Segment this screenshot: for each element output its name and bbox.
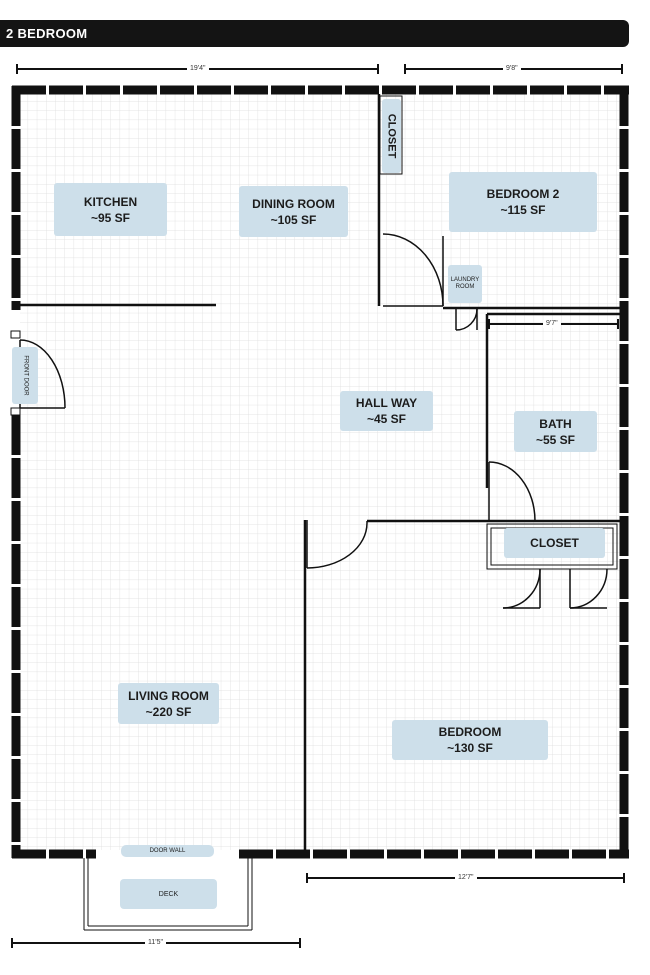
room-area: ~95 SF bbox=[90, 210, 131, 225]
closet-label-bath: CLOSET bbox=[504, 528, 605, 558]
room-name: DINING ROOM bbox=[252, 196, 335, 211]
room-label-hallway: HALL WAY ~45 SF bbox=[340, 391, 433, 431]
room-name: BEDROOM bbox=[438, 725, 502, 739]
exterior-walls bbox=[11, 85, 629, 859]
room-label-living-room: LIVING ROOM ~220 SF bbox=[118, 683, 219, 724]
deck-outline bbox=[83, 858, 253, 931]
dimension-bottom-right: 12'7" bbox=[455, 874, 477, 882]
front-door-label: FRONT DOOR bbox=[12, 347, 38, 404]
room-label-bedroom-2: BEDROOM 2 ~115 SF bbox=[449, 172, 597, 232]
closet-label-vertical: CLOSET bbox=[382, 99, 401, 173]
dimension-bath-width: 9'7" bbox=[543, 320, 561, 328]
room-area: ~115 SF bbox=[500, 203, 546, 217]
room-label-bedroom: BEDROOM ~130 SF bbox=[392, 720, 548, 760]
room-name: HALL WAY bbox=[355, 396, 418, 410]
dimension-top-left: 19'4" bbox=[187, 65, 209, 73]
room-area: ~45 SF bbox=[366, 412, 407, 426]
dimension-deck-width: 11'5" bbox=[145, 939, 166, 947]
room-label-kitchen: KITCHEN ~95 SF bbox=[54, 183, 167, 236]
dimension-top-right: 9'8" bbox=[503, 65, 521, 73]
room-area: ~130 SF bbox=[447, 741, 493, 755]
title-bar: 2 BEDROOM bbox=[0, 20, 629, 47]
room-name: LIVING ROOM bbox=[128, 688, 209, 703]
laundry-room-label: LAUNDRY ROOM bbox=[448, 265, 482, 303]
door-wall-label: DOOR WALL bbox=[121, 845, 214, 857]
room-area: ~55 SF bbox=[535, 432, 576, 447]
deck-label: DECK bbox=[120, 879, 217, 909]
room-label-dining-room: DINING ROOM ~105 SF bbox=[239, 186, 348, 237]
room-name: KITCHEN bbox=[83, 194, 138, 209]
room-label-bath: BATH ~55 SF bbox=[514, 411, 597, 452]
room-name: BEDROOM 2 bbox=[486, 187, 560, 201]
page-title: 2 BEDROOM bbox=[6, 26, 88, 41]
room-area: ~105 SF bbox=[270, 212, 317, 227]
room-area: ~220 SF bbox=[145, 704, 192, 719]
room-name: BATH bbox=[539, 416, 572, 431]
interior-walls bbox=[20, 94, 620, 850]
